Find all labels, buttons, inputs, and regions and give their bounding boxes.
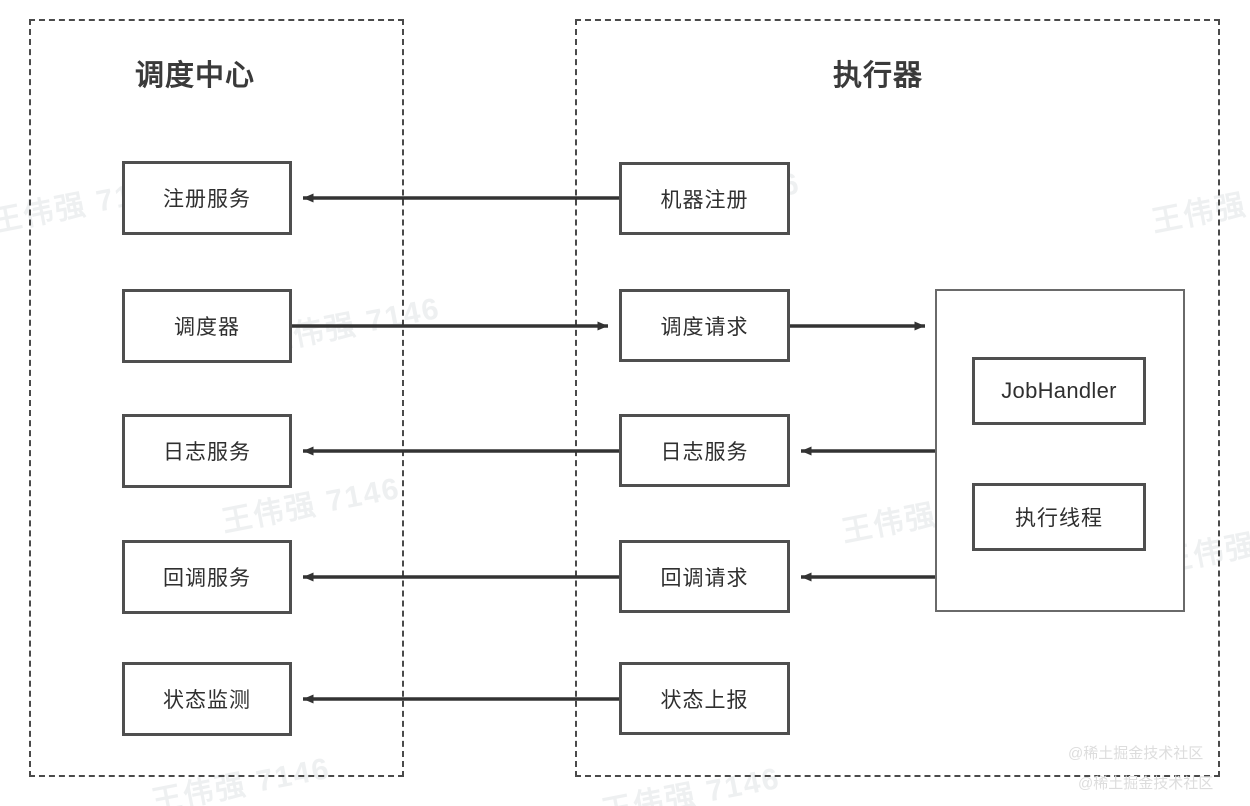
node-callback-service[interactable]: 回调服务	[122, 540, 292, 614]
node-status-report[interactable]: 状态上报	[619, 662, 790, 735]
node-exec-thread[interactable]: 执行线程	[972, 483, 1146, 551]
panel-title-scheduling-center: 调度中心	[135, 60, 256, 92]
node-log-service[interactable]: 日志服务	[122, 414, 292, 488]
panel-scheduling-center	[29, 19, 404, 777]
node-callback-request[interactable]: 回调请求	[619, 540, 790, 613]
node-log-service-exec[interactable]: 日志服务	[619, 414, 790, 487]
node-machine-register[interactable]: 机器注册	[619, 162, 790, 235]
node-schedule-request[interactable]: 调度请求	[619, 289, 790, 362]
node-register-service[interactable]: 注册服务	[122, 161, 292, 235]
panel-executor	[575, 19, 1220, 777]
node-scheduler[interactable]: 调度器	[122, 289, 292, 363]
node-status-monitor[interactable]: 状态监测	[122, 662, 292, 736]
panel-title-executor: 执行器	[833, 60, 924, 92]
node-job-handler[interactable]: JobHandler	[972, 357, 1146, 425]
executor-core-container	[935, 289, 1185, 612]
